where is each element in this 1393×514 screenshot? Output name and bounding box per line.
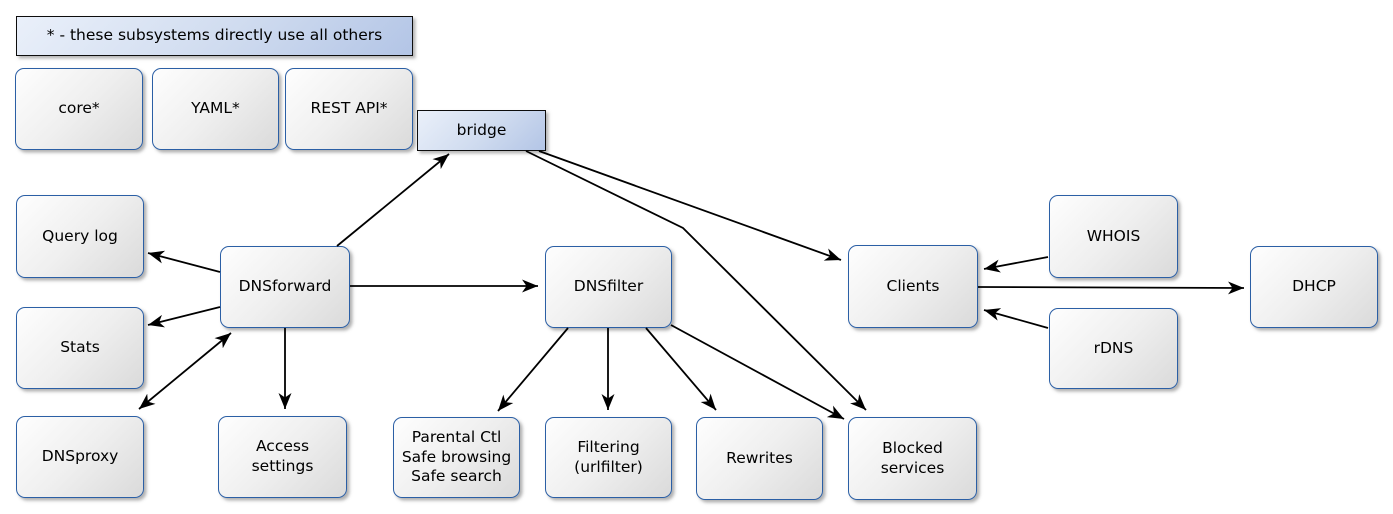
dnsforward-label: DNSforward xyxy=(238,277,332,296)
edge-clients-dhcp xyxy=(977,281,1245,295)
node-rest-api: REST API* xyxy=(285,68,413,150)
node-filtering: Filtering (urlfilter) xyxy=(545,417,672,498)
rewrites-label: Rewrites xyxy=(726,448,793,467)
rdns-label: rDNS xyxy=(1093,338,1134,357)
node-clients: Clients xyxy=(848,245,978,328)
stats-label: Stats xyxy=(60,338,100,357)
node-legend: * - these subsystems directly use all ot… xyxy=(16,16,413,56)
node-dnsproxy: DNSproxy xyxy=(16,416,144,498)
edge-dnsforward-querylog xyxy=(147,250,221,273)
core-label: core* xyxy=(58,99,100,118)
node-blocked-services: Blocked services xyxy=(848,417,977,500)
rest-api-label: REST API* xyxy=(310,99,388,118)
node-core: core* xyxy=(15,68,143,150)
node-dnsfilter: DNSfilter xyxy=(545,246,672,328)
node-dhcp: DHCP xyxy=(1250,246,1378,328)
edge-rdns-clients xyxy=(983,308,1049,329)
parental-ctl-label: Parental Ctl Safe browsing Safe search xyxy=(401,427,512,486)
clients-label: Clients xyxy=(886,276,940,295)
node-yaml: YAML* xyxy=(152,68,279,150)
query-log-label: Query log xyxy=(42,226,118,245)
edge-dnsfilter-rewrites xyxy=(645,327,717,411)
access-settings-label: Access settings xyxy=(251,437,314,475)
node-whois: WHOIS xyxy=(1049,195,1178,278)
node-bridge: bridge xyxy=(417,110,546,151)
edge-dnsforward-stats xyxy=(147,306,221,328)
node-query-log: Query log xyxy=(16,195,144,278)
blocked-services-label: Blocked services xyxy=(880,438,945,477)
edge-dnsfilter-blocked xyxy=(670,324,845,420)
node-dnsforward: DNSforward xyxy=(220,246,350,328)
node-rewrites: Rewrites xyxy=(696,417,823,500)
node-access-settings: Access settings xyxy=(218,416,347,498)
edge-dnsforward-bridge xyxy=(336,153,450,247)
bridge-label: bridge xyxy=(456,120,507,139)
edge-dnsforward-dnsproxy xyxy=(138,332,232,410)
node-rdns: rDNS xyxy=(1049,308,1178,389)
node-stats: Stats xyxy=(16,307,144,389)
edge-whois-clients xyxy=(983,256,1049,273)
edge-bridge-clients xyxy=(538,150,842,261)
legend-label: * - these subsystems directly use all ot… xyxy=(46,26,383,45)
yaml-label: YAML* xyxy=(191,99,240,118)
whois-label: WHOIS xyxy=(1086,226,1141,245)
filtering-label: Filtering (urlfilter) xyxy=(574,437,643,476)
edge-dnsfilter-parental xyxy=(497,327,569,412)
dnsproxy-label: DNSproxy xyxy=(41,447,119,466)
dhcp-label: DHCP xyxy=(1292,277,1336,296)
dnsfilter-label: DNSfilter xyxy=(573,277,644,296)
node-parental-ctl: Parental Ctl Safe browsing Safe search xyxy=(393,417,520,498)
